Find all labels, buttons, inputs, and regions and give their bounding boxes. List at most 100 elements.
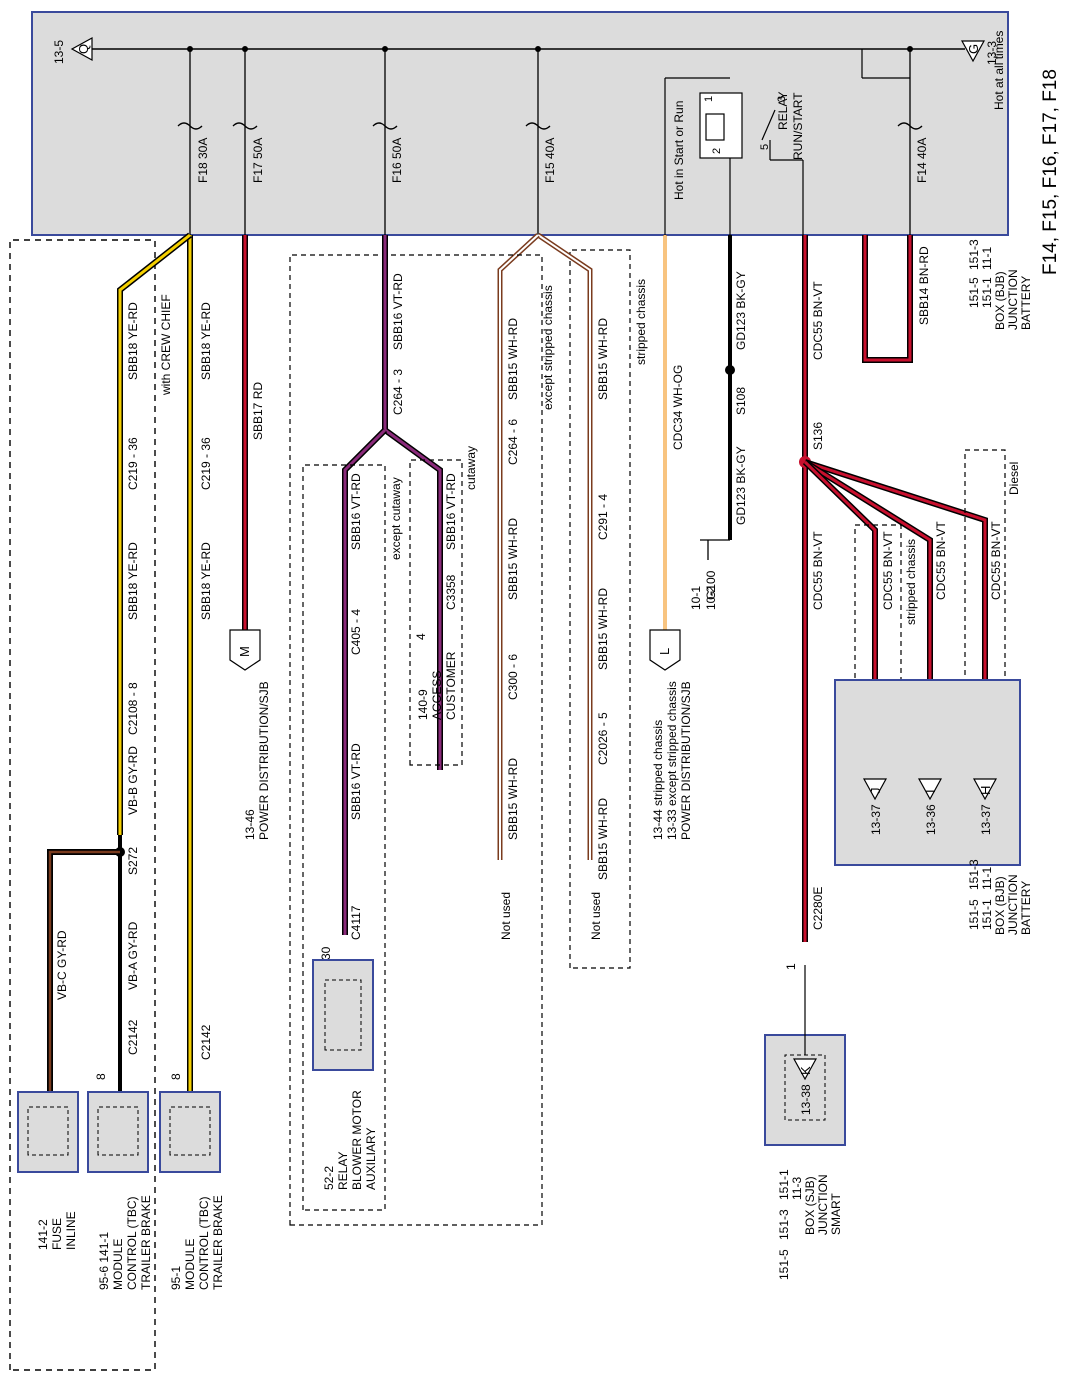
aux-blower-1: AUXILIARY — [364, 1128, 378, 1190]
tbc2-label-4: 95-6 141-1 — [97, 1232, 111, 1290]
relay-pin2: 2 — [711, 148, 723, 154]
wire-vb-c-stripe — [48, 850, 120, 1100]
tbc2-inner — [97, 1106, 139, 1156]
customer-access-3: 140-9 — [416, 689, 430, 720]
wire-sbb15-except-stripe — [499, 234, 539, 860]
tbc2-label-2: CONTROL (TBC) — [125, 1196, 139, 1290]
connector-h-letter: H — [978, 786, 993, 795]
sbb15-f-label: SBB15 WH-RD — [506, 758, 520, 840]
connector-h-ref: 13-37 — [979, 804, 993, 835]
sbb16-c-label: SBB16 VT-RD — [349, 473, 363, 550]
fuse-f16-icon — [372, 122, 398, 130]
inline-fuse-box — [17, 1091, 79, 1173]
sbb16-region — [289, 254, 543, 1226]
aux-blower-2: BLOWER MOTOR — [350, 1090, 364, 1190]
connector-i-ref: 13-36 — [924, 804, 938, 835]
connector-g-ref: 13-3 — [985, 41, 999, 65]
relay-pin5: 5 — [759, 144, 771, 150]
connector-m-icon — [229, 629, 261, 671]
tbc2-label-1: TRAILER BRAKE — [139, 1195, 153, 1290]
hot-at-all-times-label: Hot at all times — [992, 31, 1006, 110]
fuse-f15-icon — [525, 122, 551, 130]
c4117-label: C4117 — [349, 905, 363, 940]
bjb-ref-2: 151-1 — [980, 277, 994, 308]
sbb18-b-label: SBB18 YE-RD — [199, 542, 213, 620]
relay-pin1: 1 — [703, 96, 715, 102]
cdc55-main-label: CDC55 BN-VT — [811, 281, 825, 360]
tbc1-label-4: 95-1 — [169, 1266, 183, 1290]
c2026-label: C2026 - 5 — [596, 712, 610, 765]
crew-chief-region — [9, 239, 156, 1371]
diesel-label: Diesel — [1007, 462, 1021, 495]
bjb2-label-2: JUNCTION — [1006, 874, 1020, 935]
fuse-f14-label: F14 40A — [915, 138, 929, 183]
wire-cdc55-h-stripe — [804, 460, 987, 700]
sjb-label-1: SMART — [829, 1193, 843, 1235]
tbc1-inner — [169, 1106, 211, 1156]
c3358-pin: 4 — [414, 633, 428, 640]
fuse-f16-label: F16 50A — [390, 138, 404, 183]
c2142-b-pin: 8 — [94, 1073, 108, 1080]
with-crew-chief-label: with CREW CHIEF — [159, 294, 173, 396]
sjb-label-3: BOX (SJB) — [803, 1176, 817, 1235]
bjb-ref-1: 11-1 — [980, 247, 994, 270]
bus-node-385 — [382, 46, 388, 52]
connector-i-icon — [917, 778, 943, 801]
tbc1-label-1: TRAILER BRAKE — [211, 1195, 225, 1290]
sbb16-d-label: SBB16 VT-RD — [349, 743, 363, 820]
fuse-f18-icon — [177, 122, 203, 130]
connector-k-ref: 13-38 — [799, 1084, 813, 1115]
fuse-f17-icon — [232, 122, 258, 130]
tbc2-label-3: MODULE — [111, 1239, 125, 1290]
except-cutaway-label: except cutaway — [389, 477, 403, 560]
tbc1-box — [159, 1091, 221, 1173]
sbb16-a-label: SBB16 VT-RD — [391, 273, 405, 350]
bus-node-190 — [187, 46, 193, 52]
connector-k-icon — [792, 1058, 818, 1081]
bjb-label-1: BATTERY — [1019, 276, 1033, 330]
c264-6-label: C264 - 6 — [506, 419, 520, 465]
c2280e-label: C2280E — [811, 887, 825, 930]
sbb15-c-label: SBB15 WH-RD — [596, 798, 610, 880]
c264-3-label: C264 - 3 — [391, 369, 405, 415]
fuse-f15-label: F15 40A — [543, 138, 557, 183]
s136-label: S136 — [811, 422, 825, 450]
sbb15-d-label: SBB15 WH-RD — [506, 318, 520, 400]
connector-l-letter: L — [657, 648, 672, 655]
bjb2-ref-4: 151-5 — [967, 899, 981, 930]
sbb18-c-label: SBB18 YE-RD — [126, 302, 140, 380]
sbb15-b-label: SBB15 WH-RD — [596, 588, 610, 670]
relay-label-1: RUN/START — [791, 92, 805, 160]
sjb-ref-4: 151-5 — [777, 1249, 791, 1280]
aux-blower-inner — [324, 979, 362, 1051]
aux-blower-3: RELAY — [336, 1152, 350, 1190]
vb-a-label: VB-A GY-RD — [126, 921, 140, 990]
bus-node-538 — [535, 46, 541, 52]
bjb-ref-3: 151-3 — [967, 239, 981, 270]
c2280e-pin: 1 — [784, 963, 798, 970]
fuse-f14-icon — [897, 122, 923, 130]
connector-q-ref: 13-5 — [52, 40, 66, 64]
g100-label: G100 — [704, 570, 718, 600]
m-label-1: POWER DISTRIBUTION/SJB — [257, 681, 271, 840]
s108-label: S108 — [734, 387, 748, 415]
connector-q-letter: Q — [76, 44, 91, 54]
inline-fuse-label-3: 141-2 — [36, 1219, 50, 1250]
not-used-2-label: Not used — [499, 892, 513, 940]
gd123-a-label: GD123 BK-GY — [734, 271, 748, 350]
inline-fuse-label-1: INLINE — [64, 1211, 78, 1250]
tbc1-label-2: CONTROL (TBC) — [197, 1196, 211, 1290]
inline-fuse-label-2: FUSE — [50, 1218, 64, 1250]
relay-label-2: RELAY — [776, 92, 790, 130]
splice-s108 — [725, 365, 735, 375]
bjb2-label-1: BATTERY — [1019, 881, 1033, 935]
g100-ref-1: 10-1 — [689, 586, 703, 610]
c2108-label: C2108 - 8 — [126, 682, 140, 735]
stripped-chassis-label: stripped chassis — [904, 539, 918, 625]
wire-sbb18-crew-stripe — [118, 233, 191, 835]
inline-fuse-inner — [27, 1106, 69, 1156]
cutaway-dashed-box — [409, 459, 463, 766]
c219-b-label: C219 - 36 — [126, 437, 140, 490]
